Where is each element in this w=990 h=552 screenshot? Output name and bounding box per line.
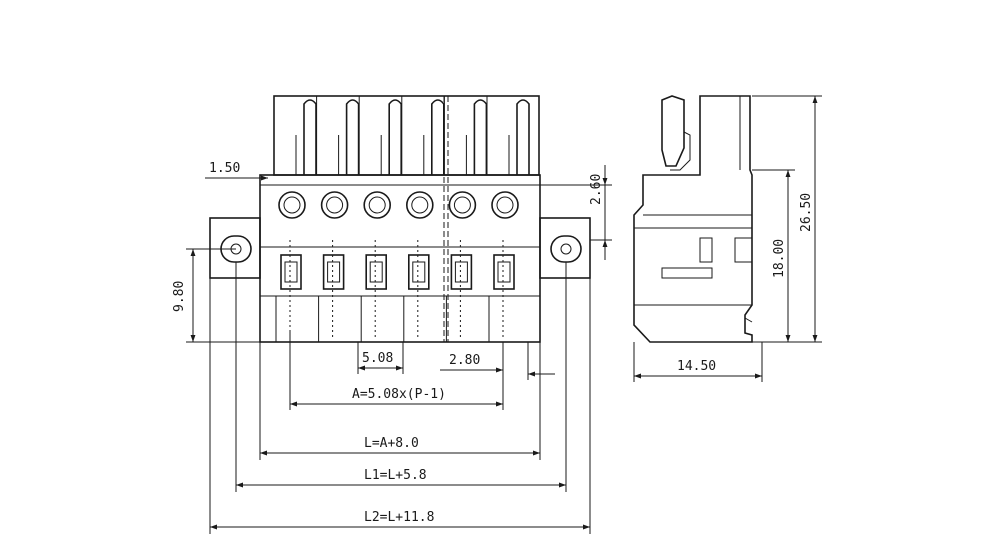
wire-entry-inner <box>284 261 298 283</box>
label-14-50: 14.50 <box>677 359 716 374</box>
actuator-tab <box>473 99 488 175</box>
wire-entry <box>407 254 430 290</box>
label-2-60: 2.60 <box>589 174 604 205</box>
release-hole <box>363 191 392 219</box>
pole-group <box>275 96 530 342</box>
label-18-00: 18.00 <box>772 239 787 278</box>
left-flange <box>209 217 261 279</box>
actuator-tab <box>345 99 360 175</box>
back-housing <box>273 95 540 176</box>
actuator-tab <box>431 99 445 175</box>
release-hole <box>405 191 434 219</box>
actuator-tab <box>388 99 402 175</box>
label-a: A=5.08x(P-1) <box>352 387 446 402</box>
actuator-tab <box>303 99 317 175</box>
side-view <box>633 95 753 343</box>
right-flange <box>539 217 591 279</box>
wire-entry-inner <box>497 261 511 283</box>
wire-entry-inner <box>454 261 468 283</box>
label-5-08: 5.08 <box>362 351 393 366</box>
release-hole-inner <box>283 196 301 214</box>
label-l: L=A+8.0 <box>364 436 419 451</box>
dimension-labels: 1.50 2.60 9.80 26.50 18.00 5.08 2.80 14.… <box>172 161 814 525</box>
connector-body <box>259 174 541 343</box>
label-9-80: 9.80 <box>172 281 187 312</box>
label-26-50: 26.50 <box>799 193 814 232</box>
release-hole-inner <box>453 196 471 214</box>
release-hole <box>491 191 519 219</box>
release-hole <box>448 191 477 219</box>
dimension-lines <box>186 95 822 534</box>
release-hole <box>278 191 306 219</box>
wire-entry <box>280 254 302 290</box>
release-hole-inner <box>368 196 386 214</box>
label-l2: L2=L+11.8 <box>364 510 434 525</box>
wire-entry <box>450 254 473 290</box>
wire-entry-inner <box>369 261 383 283</box>
label-2-80: 2.80 <box>449 353 480 368</box>
wire-entry <box>493 254 515 290</box>
front-view <box>209 95 591 343</box>
release-hole <box>320 191 349 219</box>
label-1-50: 1.50 <box>209 161 240 176</box>
actuator-tab <box>516 99 530 175</box>
label-l1: L1=L+5.8 <box>364 468 427 483</box>
wire-entry <box>322 254 345 290</box>
release-hole-inner <box>326 196 344 214</box>
wire-entry-inner <box>327 261 341 283</box>
wire-entry-inner <box>412 261 426 283</box>
wire-entry <box>365 254 388 290</box>
release-hole-inner <box>411 196 429 214</box>
release-hole-inner <box>496 196 514 214</box>
